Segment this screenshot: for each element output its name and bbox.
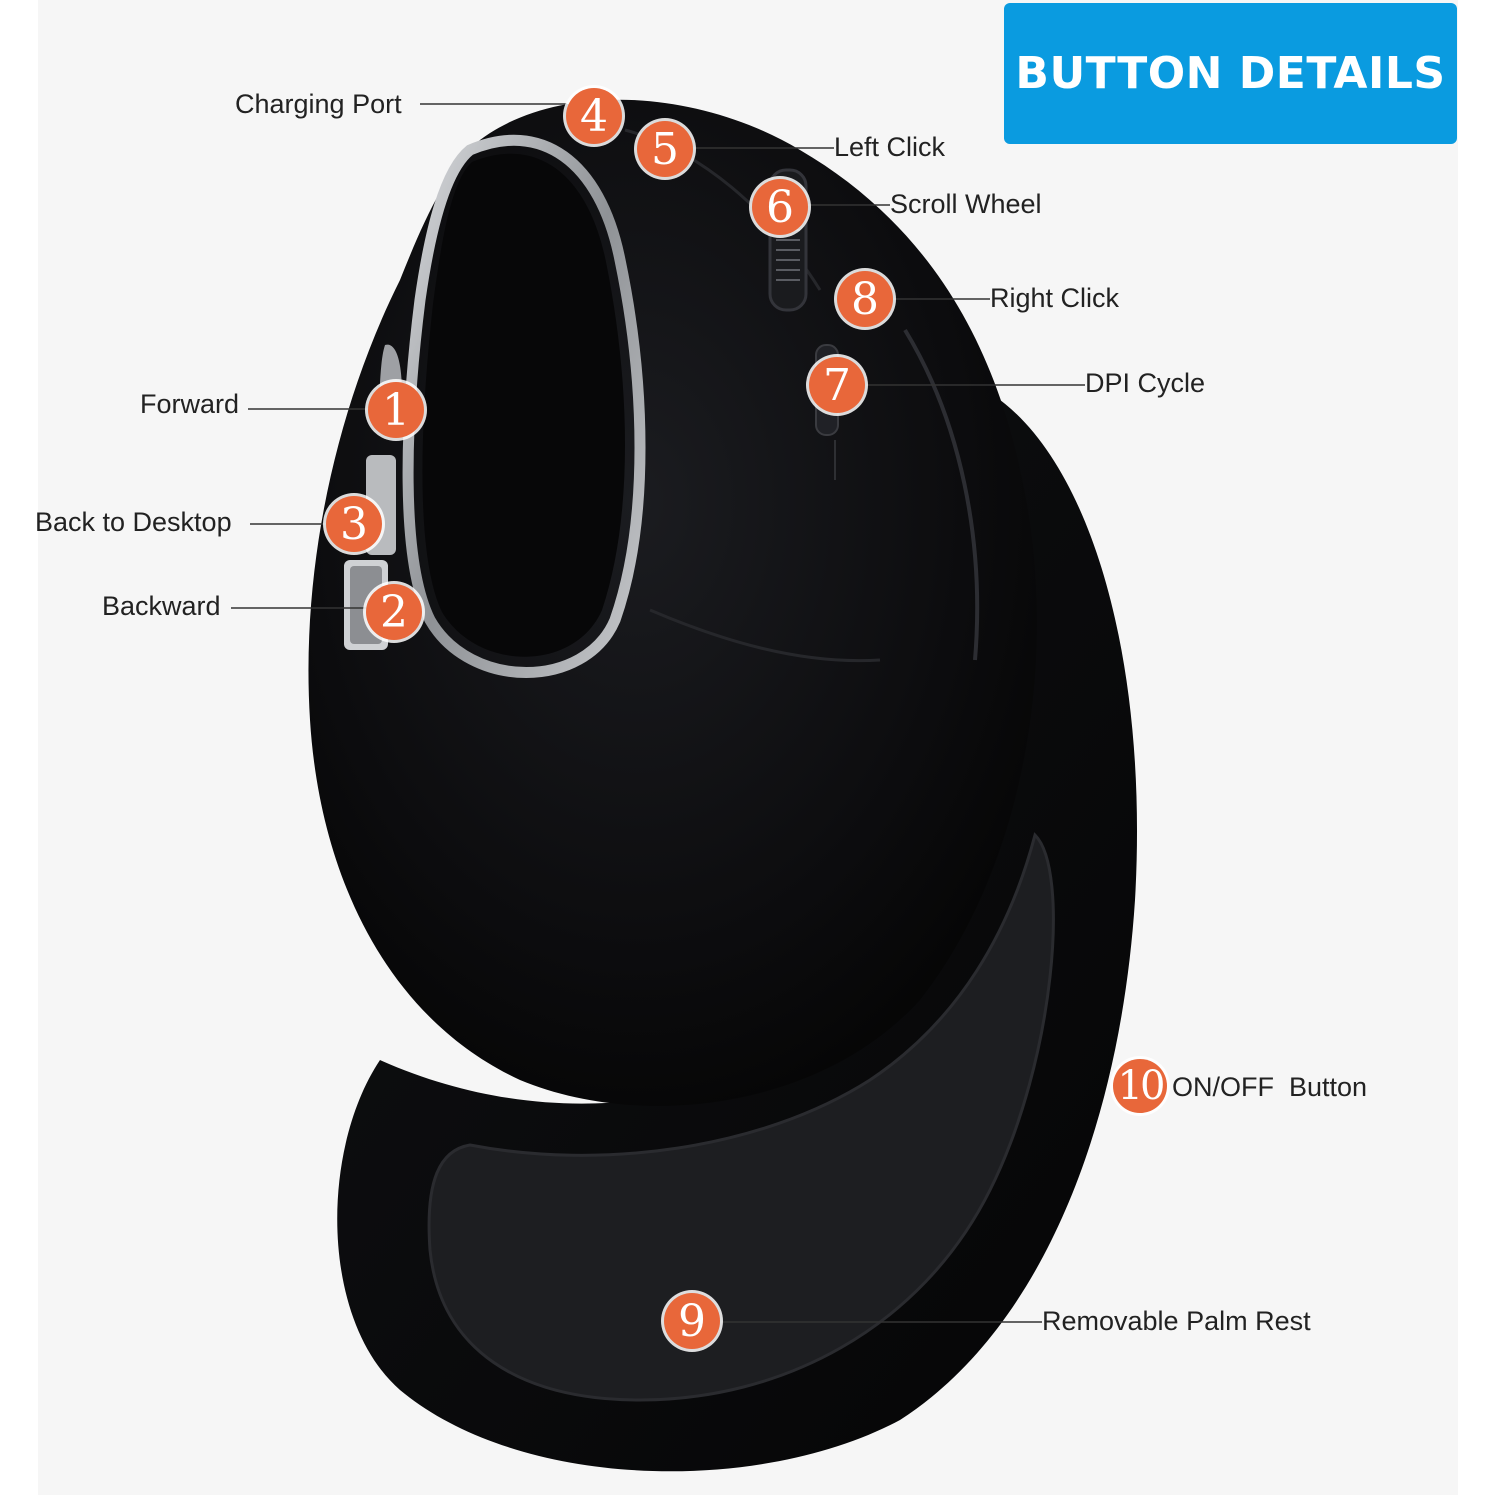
label-forward: Forward: [140, 389, 240, 419]
thumb-rest: [422, 153, 625, 657]
callout-badge-6: 6: [752, 179, 808, 235]
label-charging-port: Charging Port: [235, 89, 402, 119]
shell-edge: [903, 328, 980, 661]
label-scroll-wheel: Scroll Wheel: [890, 189, 1042, 219]
label-back-to-desktop: Back to Desktop: [35, 507, 232, 537]
label-left-click: Left Click: [834, 132, 946, 162]
label-right-click: Right Click: [990, 283, 1120, 313]
leader-lines: [231, 103, 1085, 1323]
callout-badge-8: 8: [837, 271, 893, 327]
callout-badge-7: 7: [809, 357, 865, 413]
label-on-off-button: ON/OFF Button: [1172, 1072, 1368, 1102]
thumb-rest-ring: [402, 134, 646, 678]
callout-badge-4: 4: [566, 88, 622, 144]
callout-badge-1: 1: [368, 382, 424, 438]
label-backward: Backward: [102, 591, 221, 621]
page-title: BUTTON DETAILS: [1015, 48, 1446, 99]
callout-badge-9: 9: [664, 1293, 720, 1349]
callout-badge-5: 5: [637, 121, 693, 177]
callout-badge-3: 3: [326, 496, 382, 552]
title-banner: BUTTON DETAILS: [1004, 3, 1457, 144]
label-removable-palm-rest: Removable Palm Rest: [1042, 1306, 1311, 1336]
label-dpi-cycle: DPI Cycle: [1085, 368, 1206, 398]
callout-badge-10: 10: [1113, 1059, 1167, 1113]
palm-rest-pad: [427, 832, 1055, 1402]
button-seam: [649, 608, 881, 663]
callout-badge-2: 2: [366, 584, 422, 640]
